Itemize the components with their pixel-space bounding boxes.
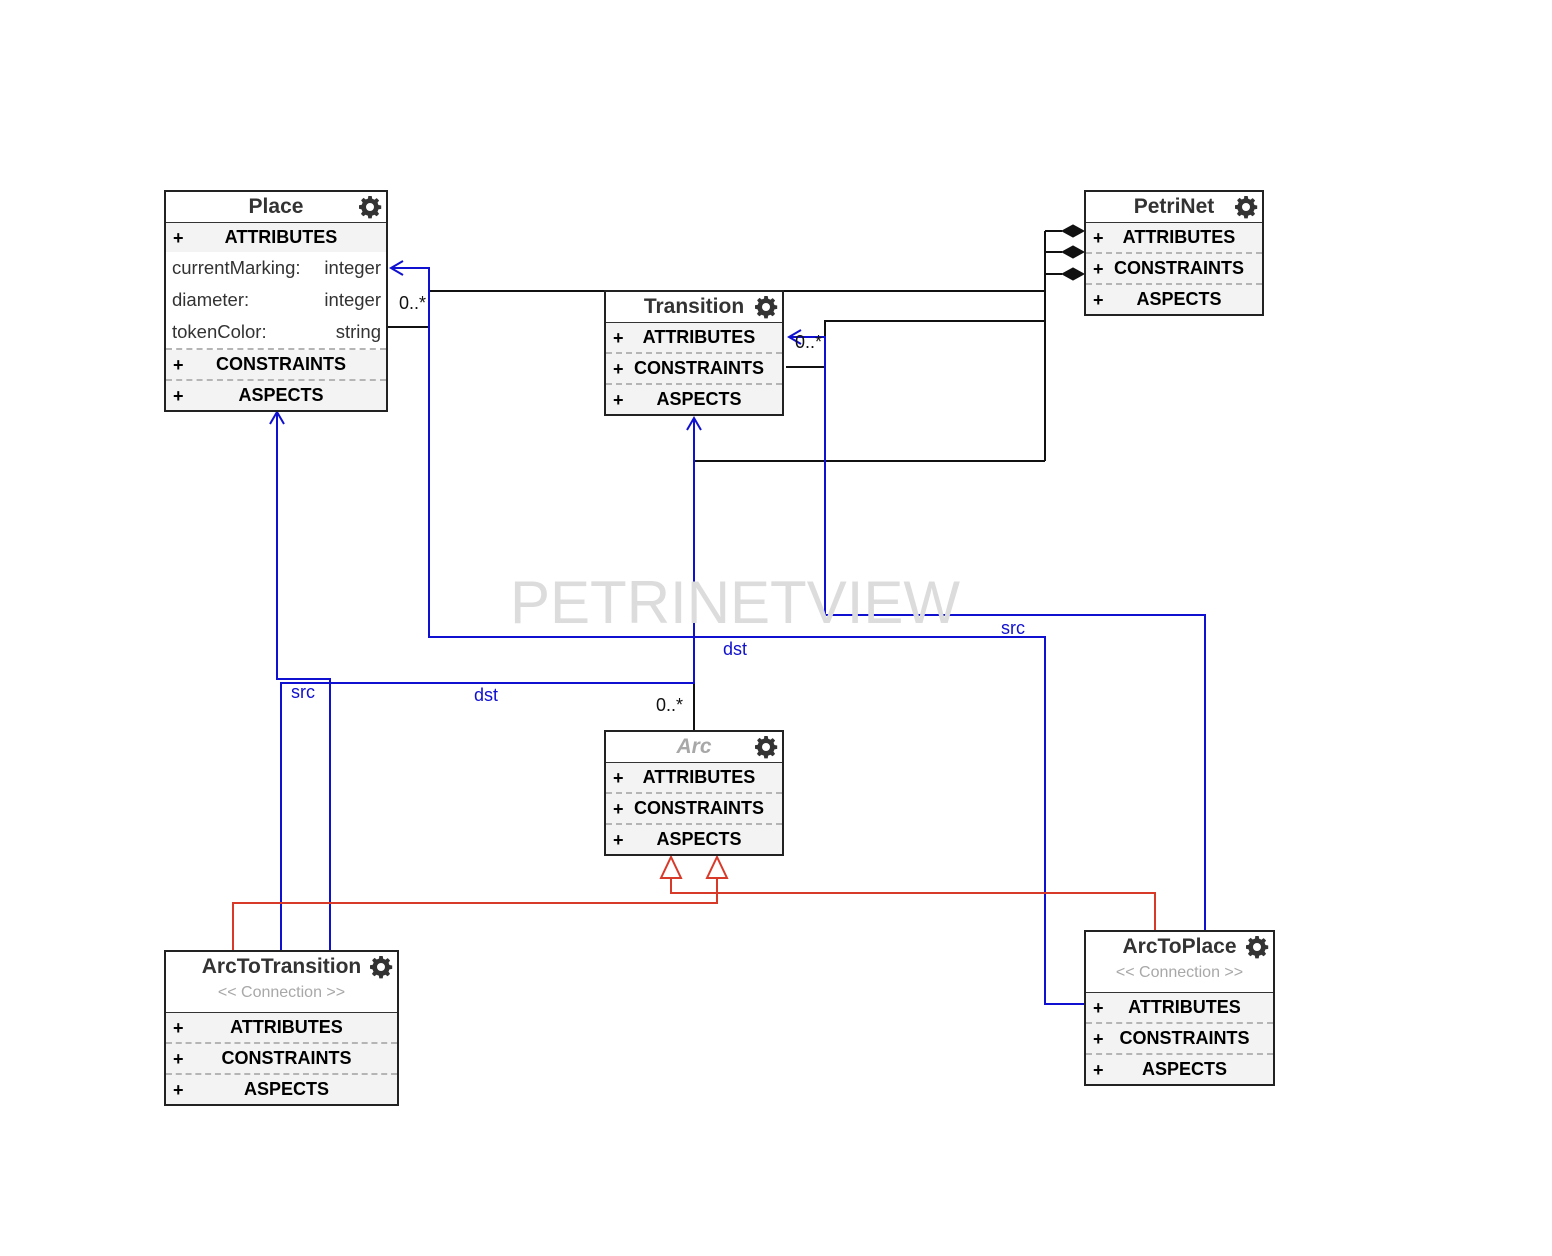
expand-icon[interactable]: + bbox=[173, 1049, 184, 1069]
expand-icon[interactable]: + bbox=[613, 768, 624, 788]
expand-icon[interactable]: + bbox=[1093, 1060, 1104, 1080]
expand-icon[interactable]: + bbox=[613, 799, 624, 819]
pointer-lines bbox=[269, 260, 1206, 1005]
class-arctotransition[interactable]: ArcToTransition << Connection >> + ATTRI… bbox=[164, 950, 399, 1106]
gear-icon[interactable] bbox=[754, 735, 778, 759]
arctotransition-dst-label: dst bbox=[474, 685, 499, 705]
expand-icon[interactable]: + bbox=[1093, 228, 1104, 248]
expand-icon[interactable]: + bbox=[613, 830, 624, 850]
expand-icon[interactable]: + bbox=[1093, 290, 1104, 310]
aspects-section[interactable]: + ASPECTS bbox=[166, 1075, 397, 1104]
arctotransition-src-label: src bbox=[291, 682, 315, 702]
gear-icon[interactable] bbox=[358, 195, 382, 219]
attributes-section[interactable]: + ATTRIBUTES bbox=[166, 223, 386, 252]
view-watermark: PETRINETVIEW bbox=[510, 569, 961, 636]
inheritance-arctoplace bbox=[670, 878, 1156, 931]
class-petrinet[interactable]: PetriNet + ATTRIBUTES + CONSTRAINTS + AS… bbox=[1084, 190, 1264, 316]
class-name: PetriNet bbox=[1133, 195, 1215, 218]
class-name: ArcToPlace bbox=[1122, 935, 1237, 958]
inheritance-arrowhead bbox=[705, 854, 729, 879]
attributes-section[interactable]: + ATTRIBUTES bbox=[606, 323, 782, 354]
expand-icon[interactable]: + bbox=[173, 386, 184, 406]
class-name: Place bbox=[248, 195, 304, 218]
class-header[interactable]: ArcToTransition << Connection >> bbox=[166, 952, 397, 1013]
attribute-row[interactable]: diameter: integer bbox=[166, 284, 386, 316]
aspects-section[interactable]: + ASPECTS bbox=[166, 381, 386, 410]
class-stereotype: << Connection >> bbox=[1115, 964, 1244, 981]
arc-multiplicity-label: 0..* bbox=[656, 695, 684, 715]
gear-icon[interactable] bbox=[369, 955, 393, 979]
constraints-section[interactable]: + CONSTRAINTS bbox=[606, 354, 782, 385]
expand-icon[interactable]: + bbox=[173, 355, 184, 375]
expand-icon[interactable]: + bbox=[173, 1080, 184, 1100]
aspects-section[interactable]: + ASPECTS bbox=[606, 385, 782, 414]
gear-icon[interactable] bbox=[1234, 195, 1258, 219]
class-header[interactable]: PetriNet bbox=[1086, 192, 1262, 223]
class-header[interactable]: Place bbox=[166, 192, 386, 223]
composition-diamond bbox=[1060, 245, 1086, 259]
attribute-row[interactable]: currentMarking: integer bbox=[166, 252, 386, 284]
inheritance-arrowhead bbox=[659, 854, 683, 879]
composition-diamond bbox=[1060, 224, 1086, 238]
constraints-section[interactable]: + CONSTRAINTS bbox=[166, 1044, 397, 1075]
attributes-section[interactable]: + ATTRIBUTES bbox=[1086, 223, 1262, 254]
attributes-section[interactable]: + ATTRIBUTES bbox=[166, 1013, 397, 1044]
class-place[interactable]: Place + ATTRIBUTES currentMarking: integ… bbox=[164, 190, 388, 412]
constraints-section[interactable]: + CONSTRAINTS bbox=[1086, 1024, 1273, 1055]
aspects-section[interactable]: + ASPECTS bbox=[1086, 1055, 1273, 1084]
pointer-arctotransition-dst bbox=[276, 412, 331, 951]
class-transition[interactable]: Transition + ATTRIBUTES + CONSTRAINTS + … bbox=[604, 290, 784, 416]
expand-icon[interactable]: + bbox=[1093, 998, 1104, 1018]
constraints-section[interactable]: + CONSTRAINTS bbox=[166, 350, 386, 381]
inheritance-lines bbox=[232, 854, 1156, 951]
constraints-section[interactable]: + CONSTRAINTS bbox=[606, 794, 782, 825]
class-name: Transition bbox=[643, 295, 745, 318]
aspects-section[interactable]: + ASPECTS bbox=[1086, 285, 1262, 314]
place-multiplicity-label: 0..* bbox=[399, 293, 427, 313]
aspects-section[interactable]: + ASPECTS bbox=[606, 825, 782, 854]
pointer-arctotransition-src bbox=[280, 418, 695, 951]
expand-icon[interactable]: + bbox=[613, 390, 624, 410]
class-name: Arc bbox=[676, 735, 712, 758]
gear-icon[interactable] bbox=[1245, 935, 1269, 959]
attributes-section[interactable]: + ATTRIBUTES bbox=[1086, 993, 1273, 1024]
expand-icon[interactable]: + bbox=[1093, 259, 1104, 279]
expand-icon[interactable]: + bbox=[613, 359, 624, 379]
expand-icon[interactable]: + bbox=[613, 328, 624, 348]
class-stereotype: << Connection >> bbox=[217, 984, 346, 1001]
class-header[interactable]: Transition bbox=[606, 292, 782, 323]
attributes-section[interactable]: + ATTRIBUTES bbox=[606, 763, 782, 794]
pointer-arctoplace-src bbox=[789, 336, 1206, 931]
expand-icon[interactable]: + bbox=[1093, 1029, 1104, 1049]
class-header[interactable]: ArcToPlace << Connection >> bbox=[1086, 932, 1273, 993]
attribute-row[interactable]: tokenColor: string bbox=[166, 316, 386, 350]
arctoplace-src-label: src bbox=[1001, 618, 1025, 638]
constraints-section[interactable]: + CONSTRAINTS bbox=[1086, 254, 1262, 285]
pointer-arctoplace-dst bbox=[391, 267, 1085, 1005]
expand-icon[interactable]: + bbox=[173, 1018, 184, 1038]
inheritance-arctotransition bbox=[232, 878, 718, 951]
class-name: ArcToTransition bbox=[201, 955, 362, 978]
class-arctoplace[interactable]: ArcToPlace << Connection >> + ATTRIBUTES… bbox=[1084, 930, 1275, 1086]
transition-multiplicity-label: 0..* bbox=[795, 332, 823, 352]
class-header[interactable]: Arc bbox=[606, 732, 782, 763]
composition-diamond bbox=[1060, 267, 1086, 281]
class-arc[interactable]: Arc + ATTRIBUTES + CONSTRAINTS + ASPECTS bbox=[604, 730, 784, 856]
expand-icon[interactable]: + bbox=[173, 228, 184, 248]
gear-icon[interactable] bbox=[754, 295, 778, 319]
arctoplace-dst-label: dst bbox=[723, 639, 748, 659]
